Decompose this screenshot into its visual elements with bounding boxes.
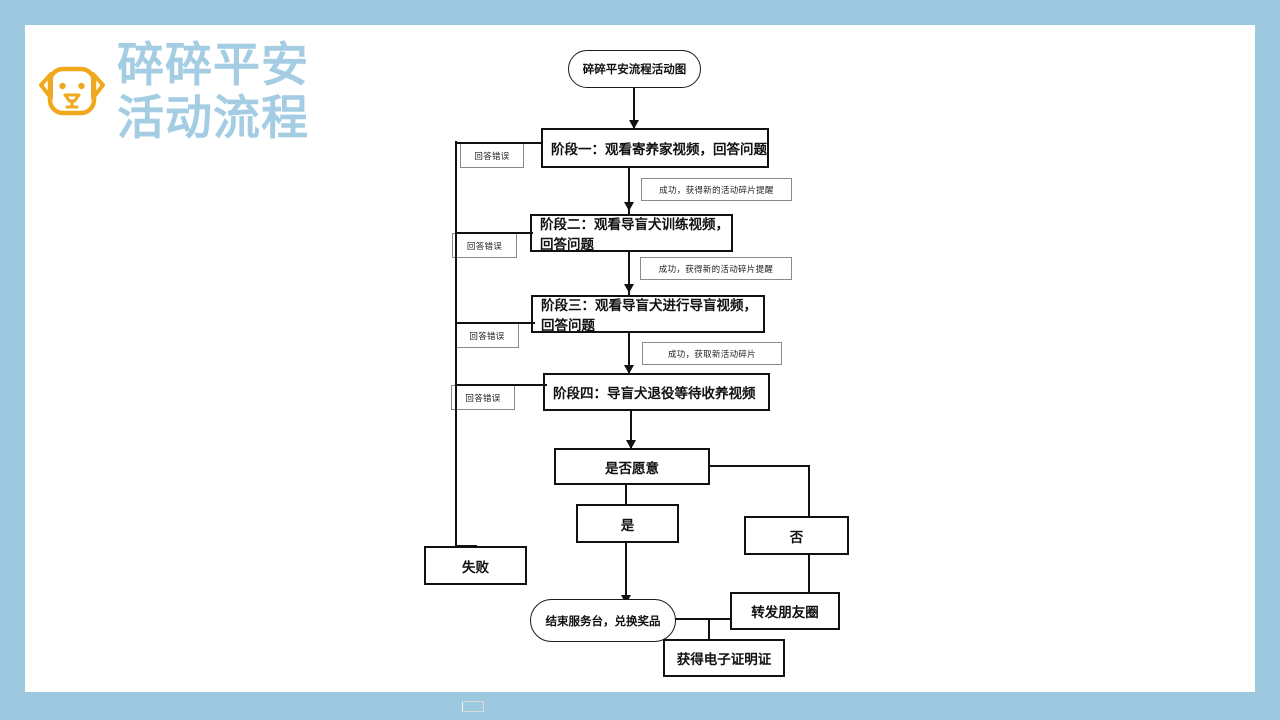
edge-stage4-wrong — [455, 384, 547, 386]
node-share[interactable]: 转发朋友圈 — [730, 592, 840, 630]
page-title: 碎碎平安活动流程 — [117, 38, 309, 146]
edge-label-wrong2: 回答错误 — [452, 233, 517, 258]
edge-label-success2: 成功，获得新的活动碎片提醒 — [640, 257, 792, 280]
node-yes[interactable]: 是 — [576, 504, 679, 543]
edge-stage1-stage2 — [628, 168, 630, 218]
edge-decision-yes — [625, 485, 627, 514]
stray-shape-artifact — [462, 701, 484, 712]
node-start[interactable]: 碎碎平安流程活动图 — [568, 50, 701, 88]
edge-decision-no-v — [808, 465, 810, 518]
node-decision[interactable]: 是否愿意 — [554, 448, 710, 485]
edge-stage2-wrong — [455, 232, 533, 234]
arrow-stage3-stage4 — [624, 365, 634, 374]
edge-decision-no-h — [710, 465, 810, 467]
edge-hub-down — [708, 618, 710, 653]
node-stage2[interactable]: 阶段二：观看导盲犬训练视频，回答问题 — [530, 214, 733, 253]
edge-label-wrong3: 回答错误 — [455, 323, 519, 348]
edge-stage4-decision — [630, 411, 632, 449]
page-title-line2: 活动流程 — [117, 90, 309, 146]
node-finish[interactable]: 结束服务台，兑换奖品 — [530, 599, 676, 642]
node-stage1[interactable]: 阶段一：观看寄养家视频，回答问题 — [541, 128, 769, 168]
dog-face-icon — [39, 66, 105, 116]
edge-stage3-wrong — [455, 322, 535, 324]
node-stage4[interactable]: 阶段四：导盲犬退役等待收养视频 — [543, 373, 770, 411]
edge-label-wrong4: 回答错误 — [451, 385, 515, 410]
edge-fail-spine — [455, 141, 457, 546]
arrow-stage1-stage2 — [624, 202, 634, 211]
edge-finish-hub — [675, 618, 745, 620]
edge-stage3-stage4 — [628, 333, 630, 379]
node-fail[interactable]: 失败 — [424, 546, 527, 585]
edge-yes-finish — [625, 543, 627, 606]
edge-label-success3: 成功，获取新活动碎片 — [642, 342, 782, 365]
slide-canvas: 碎碎平安活动流程 碎碎平安流程活动图 阶段一：观看寄养家视频，回答问题 回答错误… — [25, 25, 1255, 712]
node-certificate[interactable]: 获得电子证明证 — [663, 639, 785, 677]
edge-label-wrong1: 回答错误 — [460, 143, 524, 168]
arrow-start-stage1 — [629, 120, 639, 129]
page-title-line1: 碎碎平安 — [117, 38, 309, 93]
node-stage3[interactable]: 阶段三：观看导盲犬进行导盲视频，回答问题 — [531, 295, 765, 334]
node-no[interactable]: 否 — [744, 516, 849, 555]
edge-no-share — [808, 555, 810, 592]
edge-start-stage1 — [633, 88, 635, 137]
edge-label-success1: 成功，获得新的活动碎片提醒 — [641, 178, 792, 201]
edge-stage1-wrong — [455, 142, 543, 144]
arrow-stage4-decision — [626, 440, 636, 449]
arrow-stage2-stage3 — [624, 284, 634, 293]
brand-block: 碎碎平安活动流程 — [35, 38, 309, 146]
edge-stage2-stage3 — [628, 252, 630, 300]
